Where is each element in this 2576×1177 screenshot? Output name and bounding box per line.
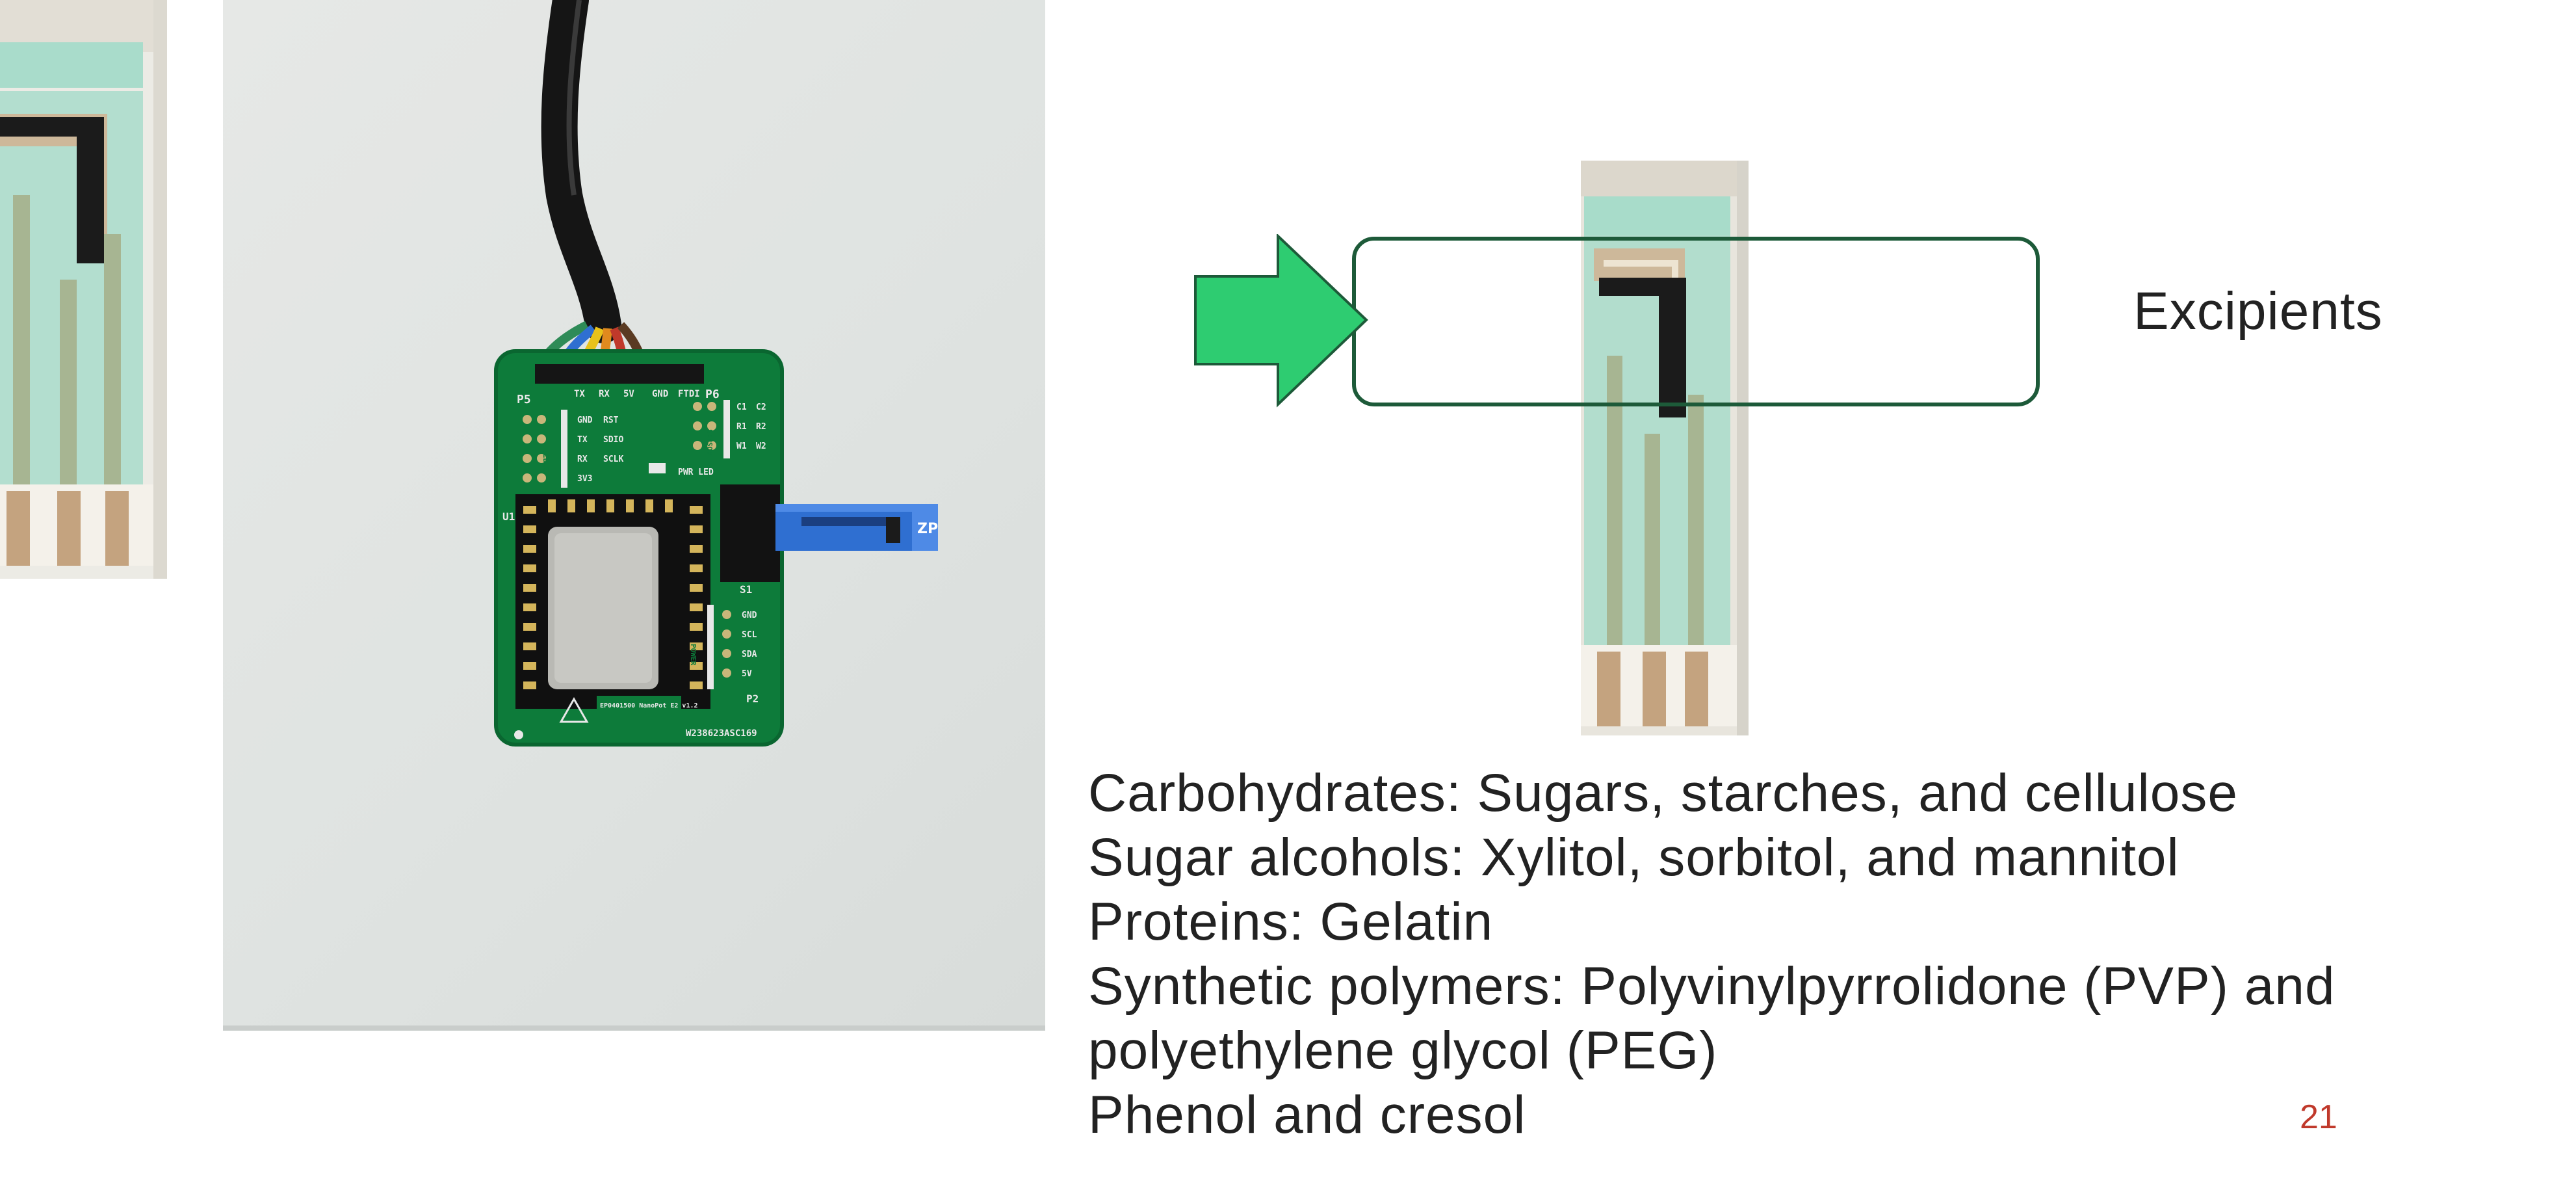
debug-pin-3v3: 3V3 [577,474,592,484]
sensor-pin-c1: C1 [736,403,747,412]
list-item: Synthetic polymers: Polyvinylpyrrolidone… [1088,957,2335,1080]
test-strip-photo [1581,161,1749,735]
p2-label: P2 [746,693,759,705]
debug-pin-sdio: SDIO [603,435,623,445]
sensor-pin-w2: W2 [756,442,766,451]
power-label: POWER [689,644,697,665]
highlight-box [1352,237,2040,406]
sensor-board-photo: TX RX 5V GND FTDI P5 P6 DEBUG GND TX RX … [223,0,1045,1031]
module-label: EP0401500 NanoPot E2 v1.2 [600,702,698,709]
debug-label: DEBUG [541,449,551,472]
list-item: Phenol and cresol [1088,1085,1526,1144]
sensor-board-image: TX RX 5V GND FTDI P5 P6 DEBUG GND TX RX … [494,0,938,747]
list-item: Carbohydrates: Sugars, starches, and cel… [1088,763,2238,823]
debug-pin-sclk: SCLK [603,455,623,464]
header-label-tx: TX [574,389,585,399]
p5-label: P5 [517,393,531,406]
power-pin-gnd: GND [742,611,757,620]
sensor-pin-w1: W1 [736,442,747,451]
board-serial: W238623ASC169 [686,728,757,739]
debug-pin-gnd: GND [577,416,593,425]
debug-pin-rx: RX [577,455,588,464]
header-label-ftdi: FTDI [678,389,700,399]
strip-tag-label: ZP [917,521,938,537]
p6-label: P6 [705,388,720,401]
pwr-led-label: PWR LED [678,468,714,477]
test-strip-image [1581,161,1749,735]
left-strip-photo [0,0,167,579]
excipient-list: Carbohydrates: Sugars, starches, and cel… [1088,761,2427,1147]
sensor-pin-c2: C2 [756,403,766,412]
header-label-5v: 5V [623,389,634,399]
u1-label: U1 [502,510,515,523]
debug-pin-rst: RST [603,416,619,425]
page-number: 21 [2300,1098,2337,1136]
pointer-arrow-icon [1194,234,1368,408]
sensor-label: SENSOR [705,429,714,455]
arrow-shape [1194,234,1368,408]
excipients-label: Excipients [2133,282,2383,341]
s1-label: S1 [740,583,752,596]
power-pin-5v: 5V [742,669,752,679]
sensor-pin-r2: R2 [756,422,766,432]
power-pin-sda: SDA [742,650,757,659]
list-item: Sugar alcohols: Xylitol, sorbitol, and m… [1088,828,2179,887]
list-item: Proteins: Gelatin [1088,892,1494,951]
test-strip-left-image [0,0,167,579]
header-label-gnd: GND [652,389,668,399]
sensor-pin-r1: R1 [736,422,747,432]
debug-pin-tx: TX [577,435,588,445]
header-label-rx: RX [599,389,610,399]
power-pin-scl: SCL [742,630,757,640]
